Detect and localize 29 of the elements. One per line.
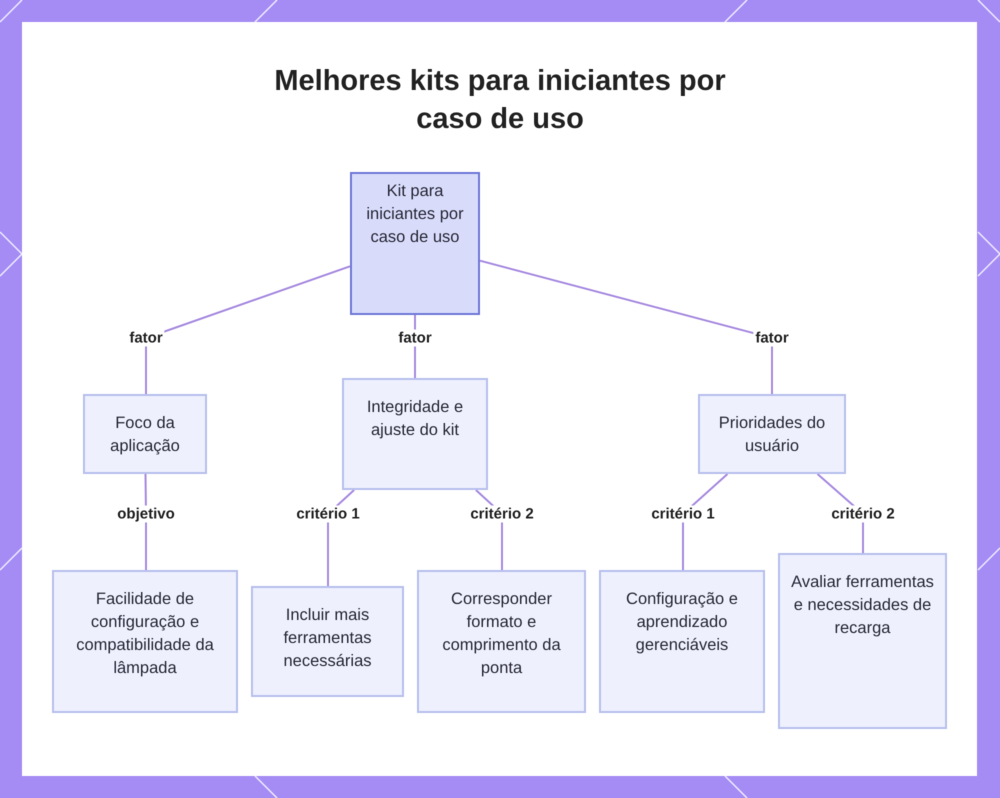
connector-line (480, 260, 773, 394)
edge-label: fator (753, 330, 791, 346)
node-text: Integridade e ajuste do kit (366, 397, 464, 441)
topic-box (778, 553, 947, 729)
node-text: Corresponder formato e comprimento da ponta (441, 589, 562, 679)
node-text: Incluir mais ferramentas necessárias (282, 605, 373, 672)
node-text: Foco da aplicação (109, 413, 181, 457)
node-text: Kit para iniciantes por caso de uso (365, 181, 465, 248)
edge-label: critério 1 (649, 506, 717, 522)
edge-label: critério 1 (294, 506, 362, 522)
edge-label: objetivo (115, 506, 177, 522)
topic-box (599, 570, 765, 713)
edge-label: critério 2 (829, 506, 897, 522)
edge-label: fator (127, 330, 165, 346)
node-text: Prioridades do usuário (718, 413, 826, 457)
node-text: Facilidade de configuração e compatibilidade da lâmpada (75, 589, 215, 679)
node-text: Configuração e aprendizado gerenciáveis (625, 589, 739, 656)
diagram-title: Melhores kits para iniciantes por caso de uso (273, 64, 727, 137)
node-text: Avaliar ferramentas e necessidades de recarga (790, 572, 935, 639)
connector-line (145, 265, 350, 394)
root-box (350, 172, 480, 315)
topic-box (417, 570, 586, 713)
edge-label: fator (396, 330, 434, 346)
topic-box (52, 570, 238, 713)
topic-box (251, 586, 404, 697)
topic-box (698, 394, 846, 474)
topic-box (342, 378, 488, 490)
topic-box (83, 394, 207, 474)
edge-label: critério 2 (468, 506, 536, 522)
